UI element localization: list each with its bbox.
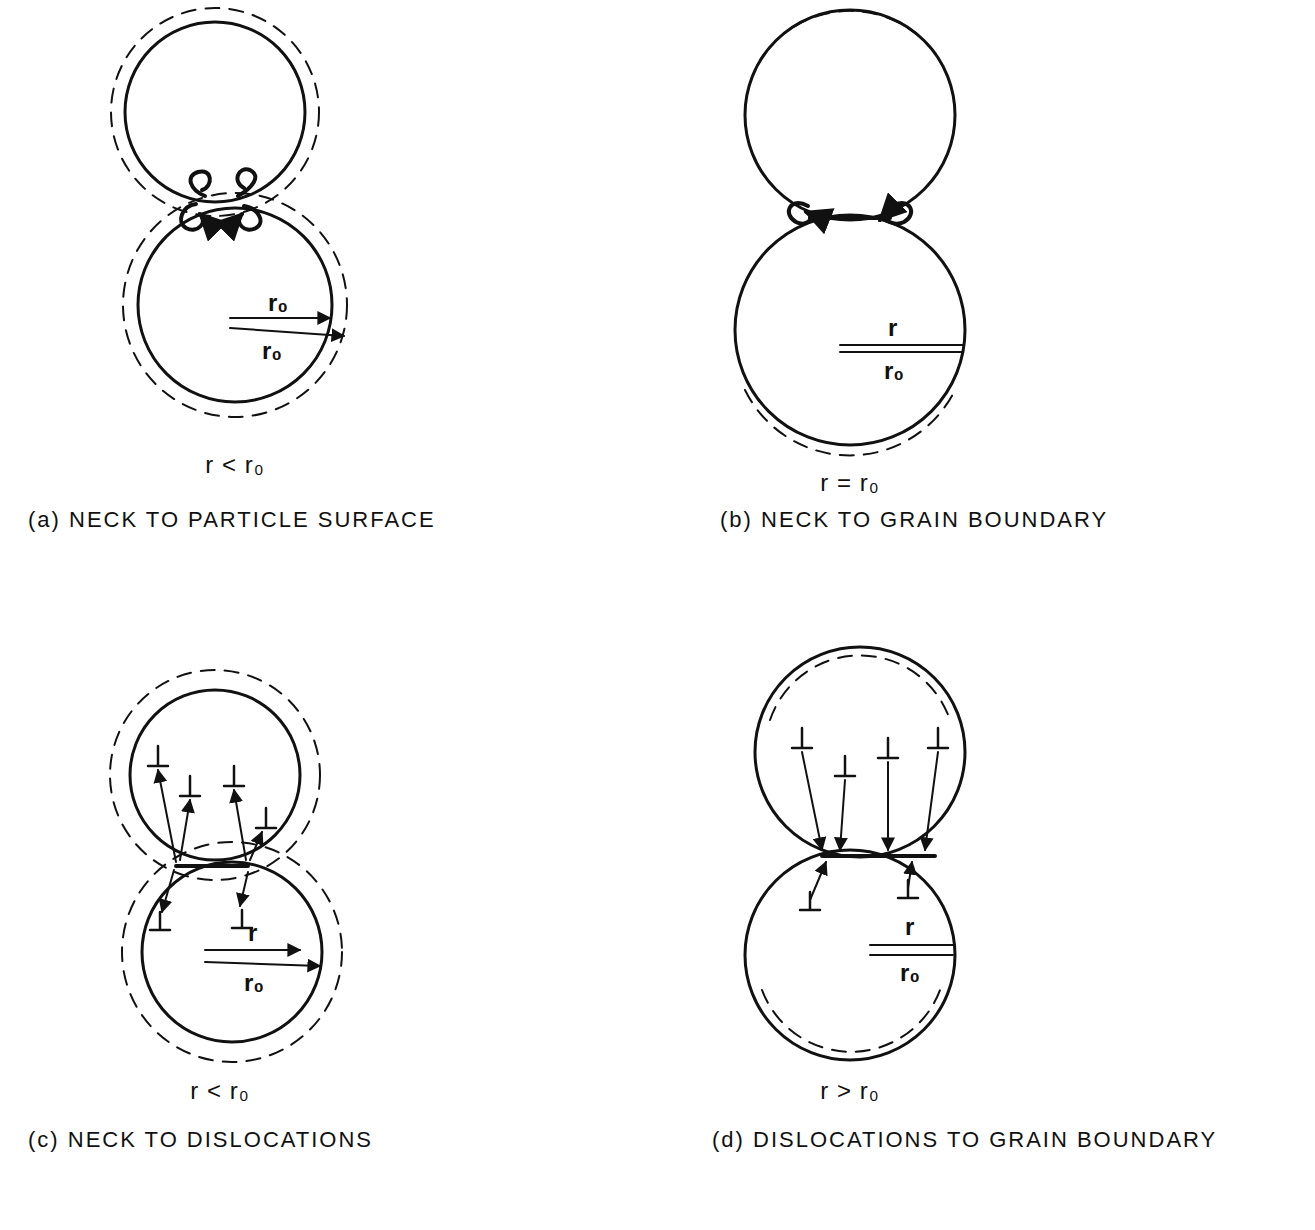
radius-line: [230, 328, 344, 336]
radius-condition: r > r₀: [820, 1078, 879, 1104]
climb-arrow: [240, 872, 248, 906]
diffusion-arrow: [789, 203, 811, 224]
radius-line: [870, 954, 953, 956]
grain-boundary: [822, 854, 935, 858]
radius-line: [205, 962, 320, 966]
climb-arrow: [234, 790, 246, 860]
original-outline: [110, 670, 320, 880]
climb-arrow: [162, 870, 174, 912]
panel-c: [110, 670, 342, 1062]
panel-b: [735, 10, 965, 455]
particle-outline: [130, 690, 300, 860]
particle-outline: [125, 22, 305, 202]
radius-line: [230, 317, 330, 319]
grain-boundary: [810, 216, 890, 220]
climb-arrow: [810, 862, 826, 900]
panel-caption: (d) DISLOCATIONS TO GRAIN BOUNDARY: [712, 1128, 1217, 1152]
climb-arrow: [250, 832, 262, 860]
diffusion-arrow: [181, 171, 210, 229]
original-outline: [123, 193, 347, 417]
original-outline: [760, 11, 940, 60]
original-outline: [762, 990, 940, 1052]
dislocation-symbol: [792, 728, 948, 910]
climb-arrow: [180, 800, 190, 860]
diffusion-arrow: [237, 169, 260, 229]
particle-outline: [745, 10, 955, 220]
radius-label: r₀: [244, 970, 264, 996]
panel-d: [745, 647, 965, 1060]
panel-caption: (b) NECK TO GRAIN BOUNDARY: [720, 508, 1108, 532]
panel-caption: (c) NECK TO DISLOCATIONS: [28, 1128, 373, 1152]
radius-condition: r < r₀: [205, 452, 264, 478]
climb-arrow: [802, 752, 822, 850]
original-outline: [745, 390, 955, 455]
radius-line: [840, 344, 963, 346]
radius-line: [205, 949, 300, 951]
radius-label: r₀: [900, 960, 920, 986]
radius-label: r₀: [268, 290, 288, 316]
radius-condition: r < r₀: [190, 1078, 249, 1104]
particle-outline: [142, 862, 322, 1042]
radius-label: r: [905, 914, 914, 940]
panel-caption: (a) NECK TO PARTICLE SURFACE: [28, 508, 436, 532]
particle-outline: [745, 850, 955, 1060]
panel-a: [111, 8, 347, 417]
radius-line: [870, 944, 953, 946]
particle-outline: [735, 215, 965, 445]
radius-label: r₀: [262, 338, 282, 364]
radius-label: r₀: [884, 358, 904, 384]
radius-condition: r = r₀: [820, 470, 879, 496]
original-outline: [111, 8, 319, 216]
climb-arrow: [925, 752, 938, 850]
radius-label: r: [248, 920, 257, 946]
climb-arrow: [158, 770, 176, 862]
original-outline: [770, 655, 950, 720]
radius-label: r: [888, 315, 897, 341]
climb-arrow: [887, 762, 889, 850]
climb-arrow: [840, 780, 845, 850]
neck: [176, 864, 248, 868]
dislocation-symbol: [148, 746, 276, 930]
diffusion-arrow: [880, 203, 911, 224]
radius-line: [840, 351, 963, 353]
particle-outline: [755, 647, 965, 857]
particle-outline: [138, 208, 332, 402]
original-outline: [122, 842, 342, 1062]
